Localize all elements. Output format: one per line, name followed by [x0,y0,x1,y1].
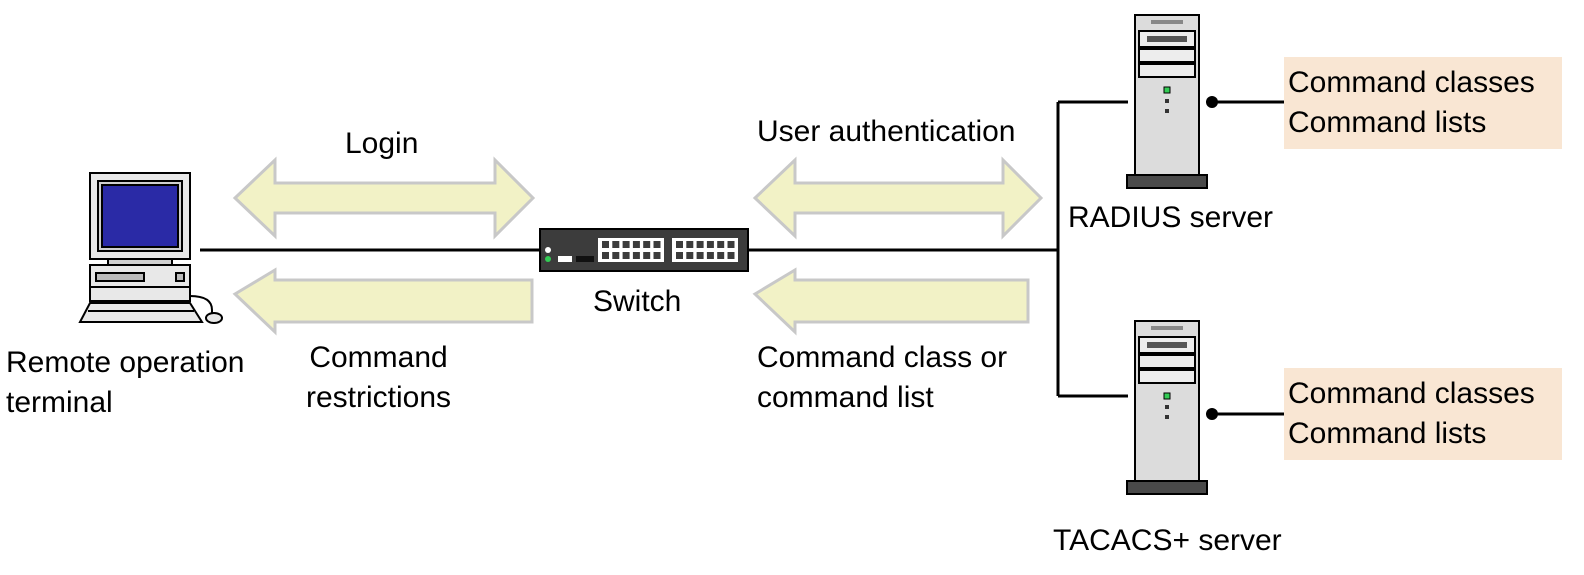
switch-port [686,241,694,248]
switch-port [653,241,661,248]
tacacs-note-line-lists: Command lists [1288,417,1487,450]
switch-port [696,252,704,259]
switch-port [643,252,651,259]
switch-port [612,241,620,248]
radius-server-icon [1126,14,1208,189]
switch-port [727,252,735,259]
switch-port [632,252,640,259]
switch-port [717,241,725,248]
computer-terminal-icon [78,172,223,324]
network-switch-icon [539,228,749,272]
command-class-or-list-label: Command class or command list [757,341,1008,414]
radius-note-line-lists: Command lists [1288,106,1487,139]
command-class-list-arrow [752,267,1030,336]
connection-lines [200,100,1284,416]
radius-note-connector [1206,96,1218,108]
user-authentication-label: User authentication [757,115,1016,148]
switch-port [602,252,609,259]
switch-port [632,241,640,248]
tacacs-server-label: TACACS+ server [1053,524,1282,557]
tacacs-note-line-classes: Command classes [1288,377,1535,410]
switch-port [622,252,630,259]
switch-port [643,241,651,248]
login-label: Login [345,127,419,160]
switch-port [676,241,683,248]
switch-port [706,241,714,248]
radius-server-label: RADIUS server [1068,201,1274,234]
switch-port [686,252,694,259]
user-authentication-double-arrow [752,156,1044,240]
switch-port [696,241,704,248]
terminal-label: Remote operation terminal [6,346,245,419]
tacacs-command-note: Command classes Command lists [1284,368,1562,460]
tacacs-note-connector [1206,408,1218,420]
command-restrictions-arrow [232,267,534,336]
switch-port [676,252,683,259]
radius-command-note: Command classes Command lists [1284,57,1562,149]
switch-port [653,252,661,259]
flow-arrows [232,156,1044,336]
switch-label: Switch [593,285,682,318]
switch-port [602,241,609,248]
switch-port [717,252,725,259]
switch-port [622,241,630,248]
switch-port [612,252,620,259]
command-restrictions-label: Command restrictions [306,341,452,414]
login-double-arrow [232,156,536,240]
switch-port [706,252,714,259]
radius-note-line-classes: Command classes [1288,66,1535,99]
tacacs-server-icon [1126,320,1208,495]
terminal-screen [101,184,179,248]
switch-port [727,241,735,248]
